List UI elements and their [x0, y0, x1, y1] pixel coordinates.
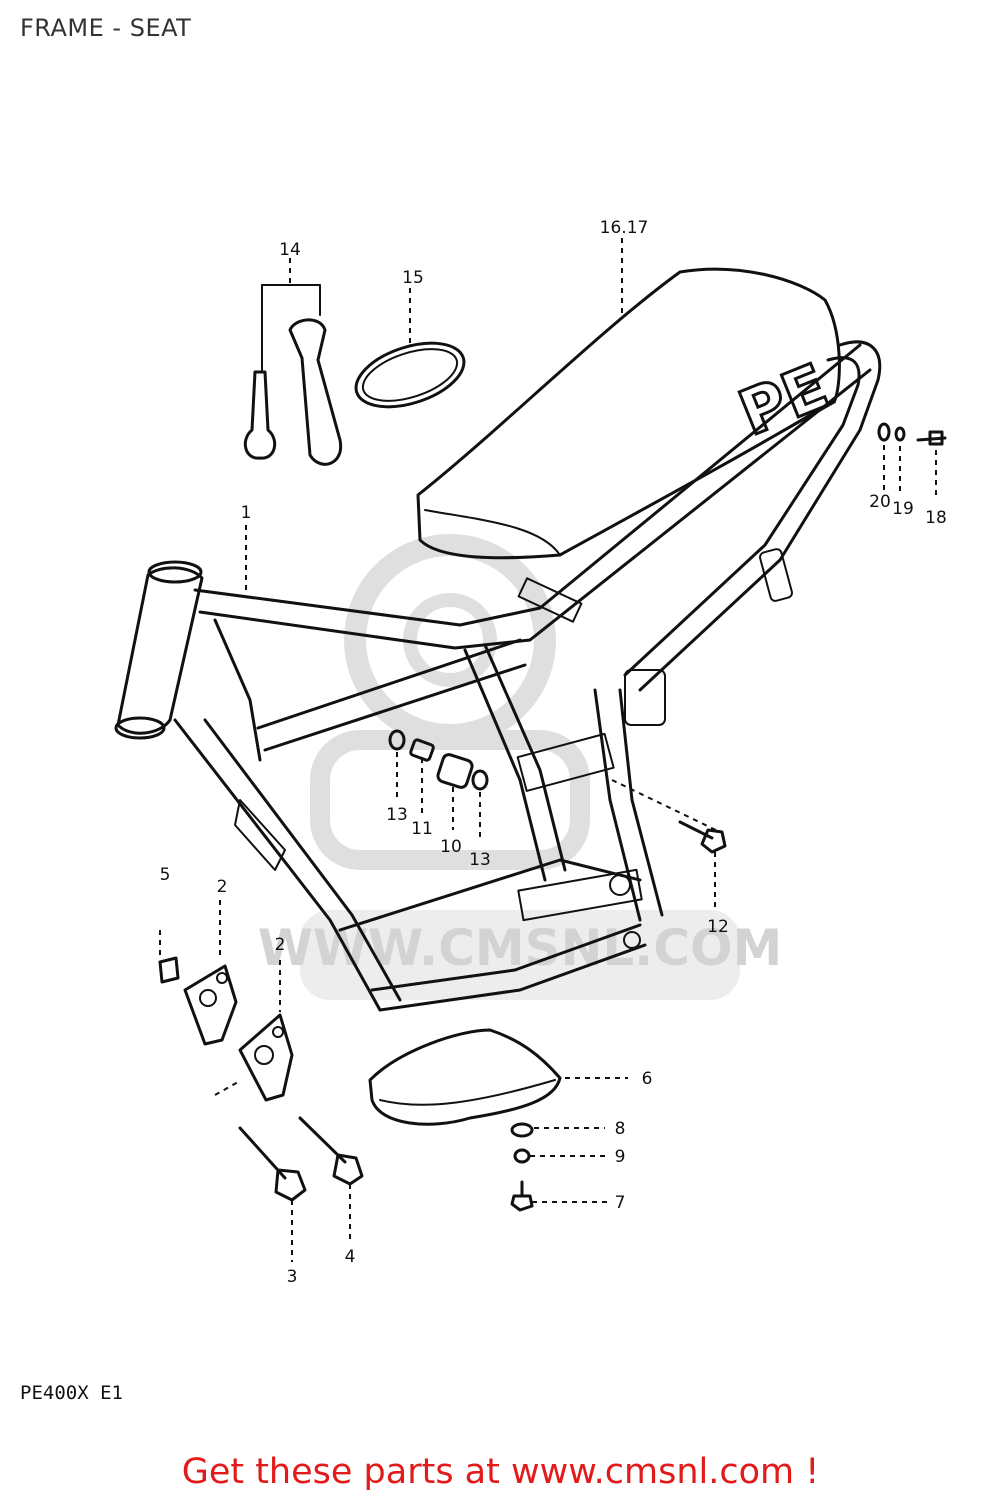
leader-lines [159, 238, 937, 1262]
callout-15: 15 [402, 268, 424, 288]
shop-link-banner[interactable]: Get these parts at www.cmsnl.com ! [181, 1452, 820, 1492]
frame [114, 340, 882, 1012]
mount-bolts [238, 1116, 364, 1202]
tool-kit [243, 284, 343, 466]
seat-logo-text: PE [729, 349, 838, 450]
callout-4: 4 [345, 1247, 356, 1267]
callout-13a: 13 [386, 805, 408, 825]
engine-mount-plates [158, 956, 294, 1102]
callout-12: 12 [707, 917, 729, 937]
bolt-12 [678, 820, 727, 854]
callout-11: 11 [411, 819, 433, 839]
callout-6: 6 [642, 1069, 653, 1089]
callout-1: 1 [241, 503, 252, 523]
callout-2a: 2 [217, 877, 228, 897]
callout-19: 19 [892, 499, 914, 519]
model-code: PE400X E1 [20, 1382, 123, 1404]
o-ring [354, 341, 466, 409]
callout-8: 8 [615, 1119, 626, 1139]
callout-13b: 13 [469, 850, 491, 870]
skid-plate [368, 1028, 562, 1126]
callout-3: 3 [287, 1267, 298, 1287]
seat-bolt-hardware [877, 422, 947, 446]
bushings [388, 729, 489, 791]
callout-labels: 1 2 2 3 4 5 6 7 8 9 10 11 12 13 13 14 15… [160, 218, 947, 1287]
callout-20: 20 [869, 492, 891, 512]
callout-14: 14 [279, 240, 301, 260]
page-title: FRAME - SEAT [20, 14, 192, 42]
callout-2b: 2 [275, 935, 286, 955]
callout-7: 7 [615, 1193, 626, 1213]
callout-18: 18 [925, 508, 947, 528]
callout-9: 9 [615, 1147, 626, 1167]
callout-16-17: 16.17 [600, 218, 649, 238]
callout-10: 10 [440, 837, 462, 857]
skid-plate-hardware [510, 1122, 534, 1212]
callout-5: 5 [160, 865, 171, 885]
